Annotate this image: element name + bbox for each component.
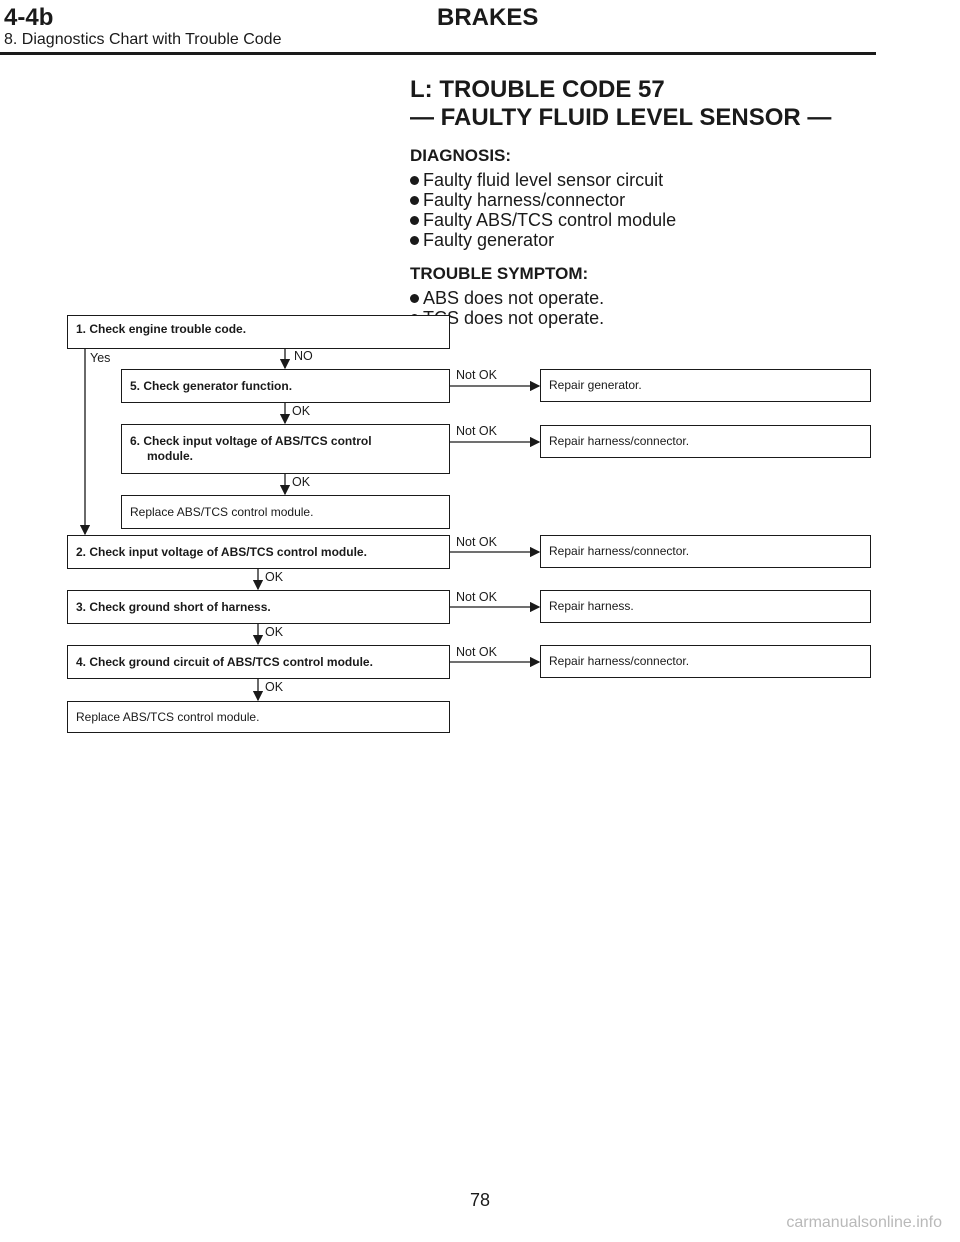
step-6-box: 6. Check input voltage of ABS/TCS contro… <box>121 424 450 474</box>
list-item: Faulty ABS/TCS control module <box>410 210 930 230</box>
step-4-box: 4. Check ground circuit of ABS/TCS contr… <box>67 645 450 679</box>
step-5-box: 5. Check generator function. <box>121 369 450 403</box>
list-item: Faulty harness/connector <box>410 190 930 210</box>
list-item: Faulty generator <box>410 230 930 250</box>
repair-harness-connector-box: Repair harness/connector. <box>540 645 871 678</box>
section-subtitle: 8. Diagnostics Chart with Trouble Code <box>4 31 282 48</box>
repair-harness-connector-box: Repair harness/connector. <box>540 535 871 568</box>
not-ok-label: Not OK <box>456 535 497 549</box>
header-rule <box>0 52 876 55</box>
step-2-text: 2. Check input voltage of ABS/TCS contro… <box>76 544 367 559</box>
bullet-icon <box>410 293 419 303</box>
ok-label: OK <box>265 570 284 584</box>
title-line-2: — FAULTY FLUID LEVEL SENSOR — <box>410 104 832 131</box>
ok-label: OK <box>292 404 311 418</box>
step-1-text: 1. Check engine trouble code. <box>76 322 247 336</box>
step-1-box: 1. Check engine trouble code. <box>67 315 450 349</box>
no-label: NO <box>294 349 313 363</box>
symptom-heading: TROUBLE SYMPTOM: <box>410 264 589 283</box>
trouble-code-intro: L: TROUBLE CODE 57 — FAULTY FLUID LEVEL … <box>410 76 930 328</box>
repair-harness-connector-box: Repair harness/connector. <box>540 425 871 458</box>
not-ok-label: Not OK <box>456 590 497 604</box>
step-2-box: 2. Check input voltage of ABS/TCS contro… <box>67 535 450 569</box>
replace-module-box: Replace ABS/TCS control module. <box>121 495 450 529</box>
title-line-1: L: TROUBLE CODE 57 <box>410 76 665 103</box>
repair-text: Repair harness/connector. <box>549 654 690 668</box>
bullet-icon <box>410 235 419 245</box>
bullet-icon <box>410 195 419 205</box>
bullet-icon <box>410 215 419 225</box>
symptom-list: ABS does not operate. TCS does not opera… <box>410 288 930 328</box>
repair-text: Repair generator. <box>549 378 642 392</box>
flowchart-connectors <box>79 348 541 702</box>
step-3-box: 3. Check ground short of harness. <box>67 590 450 624</box>
step-5-text: 5. Check generator function. <box>130 378 293 393</box>
list-item: ABS does not operate. <box>410 288 930 308</box>
repair-harness-box: Repair harness. <box>540 590 871 623</box>
section-title: BRAKES <box>437 4 539 31</box>
section-code: 4-4b <box>4 4 54 31</box>
not-ok-label: Not OK <box>456 645 497 659</box>
replace-module-box: Replace ABS/TCS control module. <box>67 701 450 733</box>
yes-label: Yes <box>90 351 111 365</box>
repair-generator-box: Repair generator. <box>540 369 871 402</box>
ok-label: OK <box>265 625 284 639</box>
trouble-code-title: L: TROUBLE CODE 57 — FAULTY FLUID LEVEL … <box>410 76 930 132</box>
repair-text: Repair harness/connector. <box>549 434 690 448</box>
page-number: 78 <box>469 1190 491 1210</box>
ok-label: OK <box>265 680 284 694</box>
replace-text: Replace ABS/TCS control module. <box>76 709 260 724</box>
diagnosis-heading: DIAGNOSIS: <box>410 146 512 165</box>
ok-label: OK <box>292 475 311 489</box>
step-6-text: 6. Check input voltage of ABS/TCS contro… <box>130 434 372 463</box>
repair-text: Repair harness/connector. <box>549 544 690 558</box>
watermark: carmanualsonline.info <box>786 1214 942 1231</box>
not-ok-label: Not OK <box>456 368 497 382</box>
list-item: Faulty fluid level sensor circuit <box>410 170 930 190</box>
diagnosis-list: Faulty fluid level sensor circuit Faulty… <box>410 170 930 250</box>
repair-text: Repair harness. <box>549 599 634 613</box>
step-3-text: 3. Check ground short of harness. <box>76 599 271 614</box>
not-ok-label: Not OK <box>456 424 497 438</box>
bullet-icon <box>410 175 419 185</box>
step-4-text: 4. Check ground circuit of ABS/TCS contr… <box>76 654 373 669</box>
replace-text: Replace ABS/TCS control module. <box>130 504 314 519</box>
